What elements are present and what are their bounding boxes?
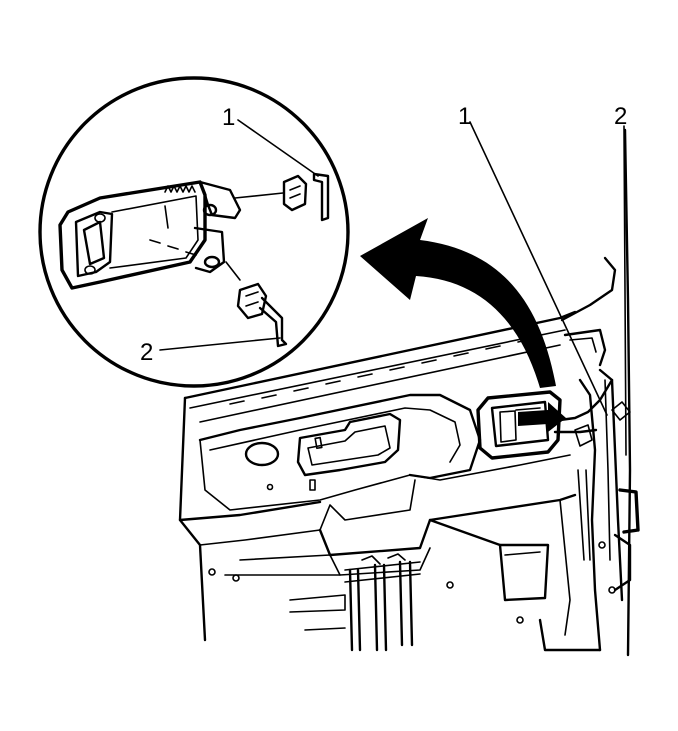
- callout-door-2: 2: [614, 103, 627, 130]
- door-edge-latch: [560, 128, 640, 657]
- callout-detail-2: 2: [140, 339, 153, 366]
- callout-detail-1: 1: [222, 104, 235, 131]
- release-rod: [553, 428, 598, 434]
- detail-rod-clip-upper: [282, 172, 330, 222]
- detail-leader-1: [237, 119, 319, 177]
- lock-rod: [558, 378, 614, 422]
- curved-arrow-icon: [360, 218, 556, 388]
- callout-door-1: 1: [458, 103, 471, 130]
- door-leader-2: [623, 125, 627, 456]
- door-leader-1: [469, 121, 608, 416]
- right-arrow-icon: [518, 402, 566, 432]
- detail-rod-clip-lower: [236, 282, 288, 348]
- door-inner-panel: [178, 310, 602, 652]
- detail-handle: [58, 180, 284, 290]
- detail-inset: [38, 76, 350, 388]
- inside-door-handle: [476, 390, 562, 460]
- detail-leader-2: [159, 337, 281, 351]
